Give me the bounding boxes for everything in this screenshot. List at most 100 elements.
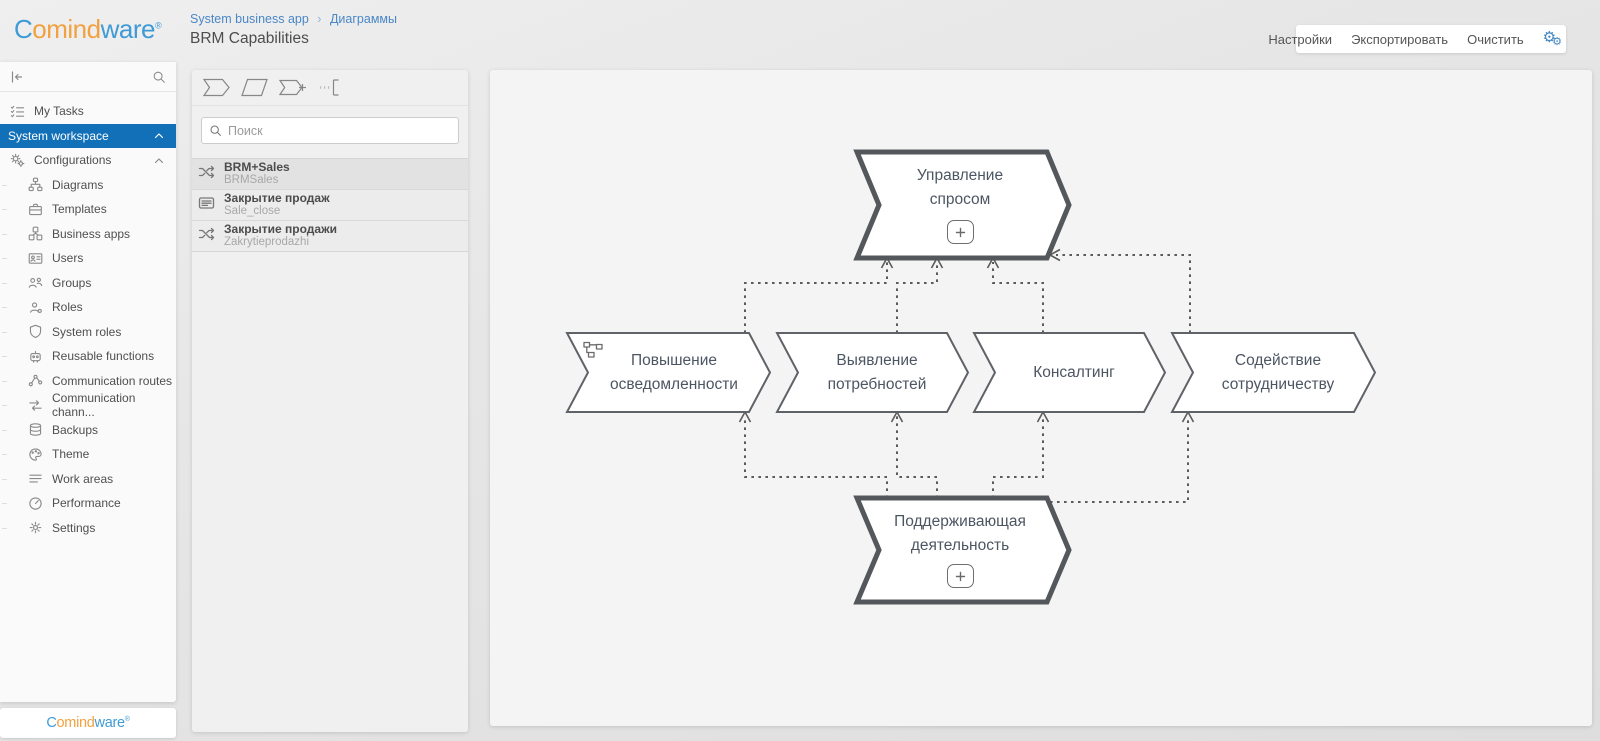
- footer-logo[interactable]: Comindware®: [0, 708, 176, 738]
- connector-awareness-demand[interactable]: [744, 262, 888, 333]
- connector-cooperation-demand[interactable]: [1056, 254, 1191, 333]
- sidebar-item-diagrams[interactable]: Diagrams: [0, 173, 176, 198]
- connector-consulting-demand[interactable]: [992, 262, 1044, 333]
- diagram-list: BRM+Sales BRMSales Закрытие продаж Sale_…: [192, 158, 468, 252]
- breadcrumb-link-app[interactable]: System business app: [190, 12, 309, 26]
- search-icon[interactable]: [152, 70, 166, 84]
- sidebar-item-my-tasks[interactable]: My Tasks: [0, 99, 176, 124]
- list-item-title: Закрытие продажи: [224, 222, 337, 236]
- sidebar-item-label: Communication chann...: [52, 391, 136, 420]
- node-support[interactable]: [853, 495, 1072, 605]
- list-item-subtitle: Sale_close: [224, 205, 281, 217]
- plus-icon: [955, 227, 966, 237]
- gears-icon: [10, 153, 25, 168]
- node-awareness[interactable]: [565, 332, 772, 413]
- sidebar-item-label: System workspace: [8, 128, 109, 143]
- palette-toolbar: [192, 70, 468, 106]
- connector-support-needs[interactable]: [896, 416, 938, 498]
- sidebar-item-business-apps[interactable]: Business apps: [0, 222, 176, 247]
- robot-icon: [28, 349, 43, 364]
- page-title: BRM Capabilities: [190, 30, 309, 47]
- sidebar-item-configurations[interactable]: Configurations: [0, 148, 176, 173]
- sidebar-item-users[interactable]: Users: [0, 246, 176, 271]
- list-item-title: Закрытие продаж: [224, 191, 330, 205]
- sidebar-item-roles[interactable]: Roles: [0, 295, 176, 320]
- chevron-shape-icon[interactable]: [203, 78, 230, 97]
- sidebar-item-system-workspace[interactable]: System workspace: [0, 123, 176, 148]
- expand-button-demand[interactable]: [947, 220, 974, 244]
- sidebar-item-theme[interactable]: Theme: [0, 442, 176, 467]
- node-needs[interactable]: [775, 332, 970, 413]
- palette-icon: [28, 447, 43, 462]
- tasks-icon: [10, 104, 25, 119]
- sidebar-item-settings[interactable]: Settings: [0, 516, 176, 541]
- sidebar-item-label: Work areas: [52, 471, 114, 486]
- connector-support-awareness[interactable]: [744, 416, 888, 498]
- briefcase-icon: [28, 202, 43, 217]
- connector-support-consulting[interactable]: [992, 416, 1044, 498]
- connector-needs-demand[interactable]: [896, 262, 938, 333]
- nodes-icon: [28, 373, 43, 388]
- sidebar-item-label: Reusable functions: [52, 349, 155, 364]
- breadcrumb-separator: ›: [317, 12, 322, 26]
- text-bracket-icon[interactable]: [319, 78, 341, 97]
- sidebar-item-label: Users: [52, 251, 84, 266]
- id-card-icon: [28, 251, 43, 266]
- card-icon: [198, 195, 217, 214]
- collapse-sidebar-icon[interactable]: [10, 70, 24, 84]
- sidebar-item-label: Theme: [52, 447, 90, 462]
- sidebar-item-label: Configurations: [34, 153, 112, 168]
- shuffle-icon: [198, 164, 217, 183]
- header-info: System business app › Диаграммы BRM Capa…: [190, 12, 397, 48]
- export-button[interactable]: Экспортировать: [1351, 31, 1449, 47]
- sidebar-item-groups[interactable]: Groups: [0, 271, 176, 296]
- sidebar-nav: My Tasks System workspace Configurations…: [0, 92, 176, 540]
- sidebar-item-system-roles[interactable]: System roles: [0, 320, 176, 345]
- sidebar-item-label: Communication routes: [52, 373, 173, 388]
- settings-button[interactable]: Настройки: [1268, 31, 1333, 47]
- sidebar-item-label: Settings: [52, 520, 96, 535]
- node-cooperation[interactable]: [1170, 332, 1377, 413]
- chevron-up-icon[interactable]: [154, 157, 164, 164]
- breadcrumb: System business app › Диаграммы: [190, 12, 397, 26]
- parallelogram-shape-icon[interactable]: [241, 78, 268, 97]
- database-icon: [28, 422, 43, 437]
- people-icon: [28, 275, 43, 290]
- sidebar-item-work-areas[interactable]: Work areas: [0, 467, 176, 492]
- list-item-zakrytieprodazhi[interactable]: Закрытие продажи Zakrytieprodazhi: [192, 221, 468, 251]
- diagram-svg: [565, 149, 1377, 605]
- gauge-icon: [28, 496, 43, 511]
- list-item-sale-close[interactable]: Закрытие продаж Sale_close: [192, 190, 468, 221]
- sidebar-item-label: Backups: [52, 422, 99, 437]
- diagram-toolbar: Настройки Экспортировать Очистить ⚙⚙: [1268, 25, 1566, 53]
- expand-button-support[interactable]: [947, 564, 974, 588]
- sidebar-item-label: Groups: [52, 275, 92, 290]
- subdiagram-indicator-icon: [583, 341, 604, 362]
- sidebar-item-templates[interactable]: Templates: [0, 197, 176, 222]
- breadcrumb-link-diagrams[interactable]: Диаграммы: [329, 12, 397, 26]
- palette-search-input[interactable]: [201, 117, 459, 144]
- list-item-brm-sales[interactable]: BRM+Sales BRMSales: [192, 159, 468, 190]
- chevron-plus-shape-icon[interactable]: [279, 78, 308, 97]
- logo-text: C: [14, 14, 33, 44]
- list-item-title: BRM+Sales: [224, 160, 290, 174]
- sidebar-item-performance[interactable]: Performance: [0, 491, 176, 516]
- sidebar-item-label: Templates: [52, 202, 107, 217]
- sidebar-item-label: System roles: [52, 324, 122, 339]
- chevron-up-icon[interactable]: [154, 132, 164, 139]
- shuffle-icon: [198, 226, 217, 245]
- node-demand[interactable]: [853, 149, 1072, 261]
- sidebar-item-communication-channels[interactable]: Communication chann...: [0, 391, 176, 420]
- list-item-subtitle: BRMSales: [224, 174, 279, 186]
- sidebar: My Tasks System workspace Configurations…: [0, 62, 176, 702]
- connector-support-cooperation[interactable]: [1050, 416, 1189, 503]
- system-gears-icon[interactable]: ⚙⚙: [1542, 29, 1562, 48]
- comindware-logo[interactable]: Comindware®: [14, 14, 162, 44]
- sidebar-item-communication-routes[interactable]: Communication routes: [0, 369, 176, 394]
- clear-button[interactable]: Очистить: [1467, 31, 1524, 47]
- node-consulting[interactable]: [972, 332, 1167, 413]
- diagram-icon: [28, 177, 43, 192]
- sidebar-item-reusable-functions[interactable]: Reusable functions: [0, 344, 176, 369]
- sidebar-item-backups[interactable]: Backups: [0, 418, 176, 443]
